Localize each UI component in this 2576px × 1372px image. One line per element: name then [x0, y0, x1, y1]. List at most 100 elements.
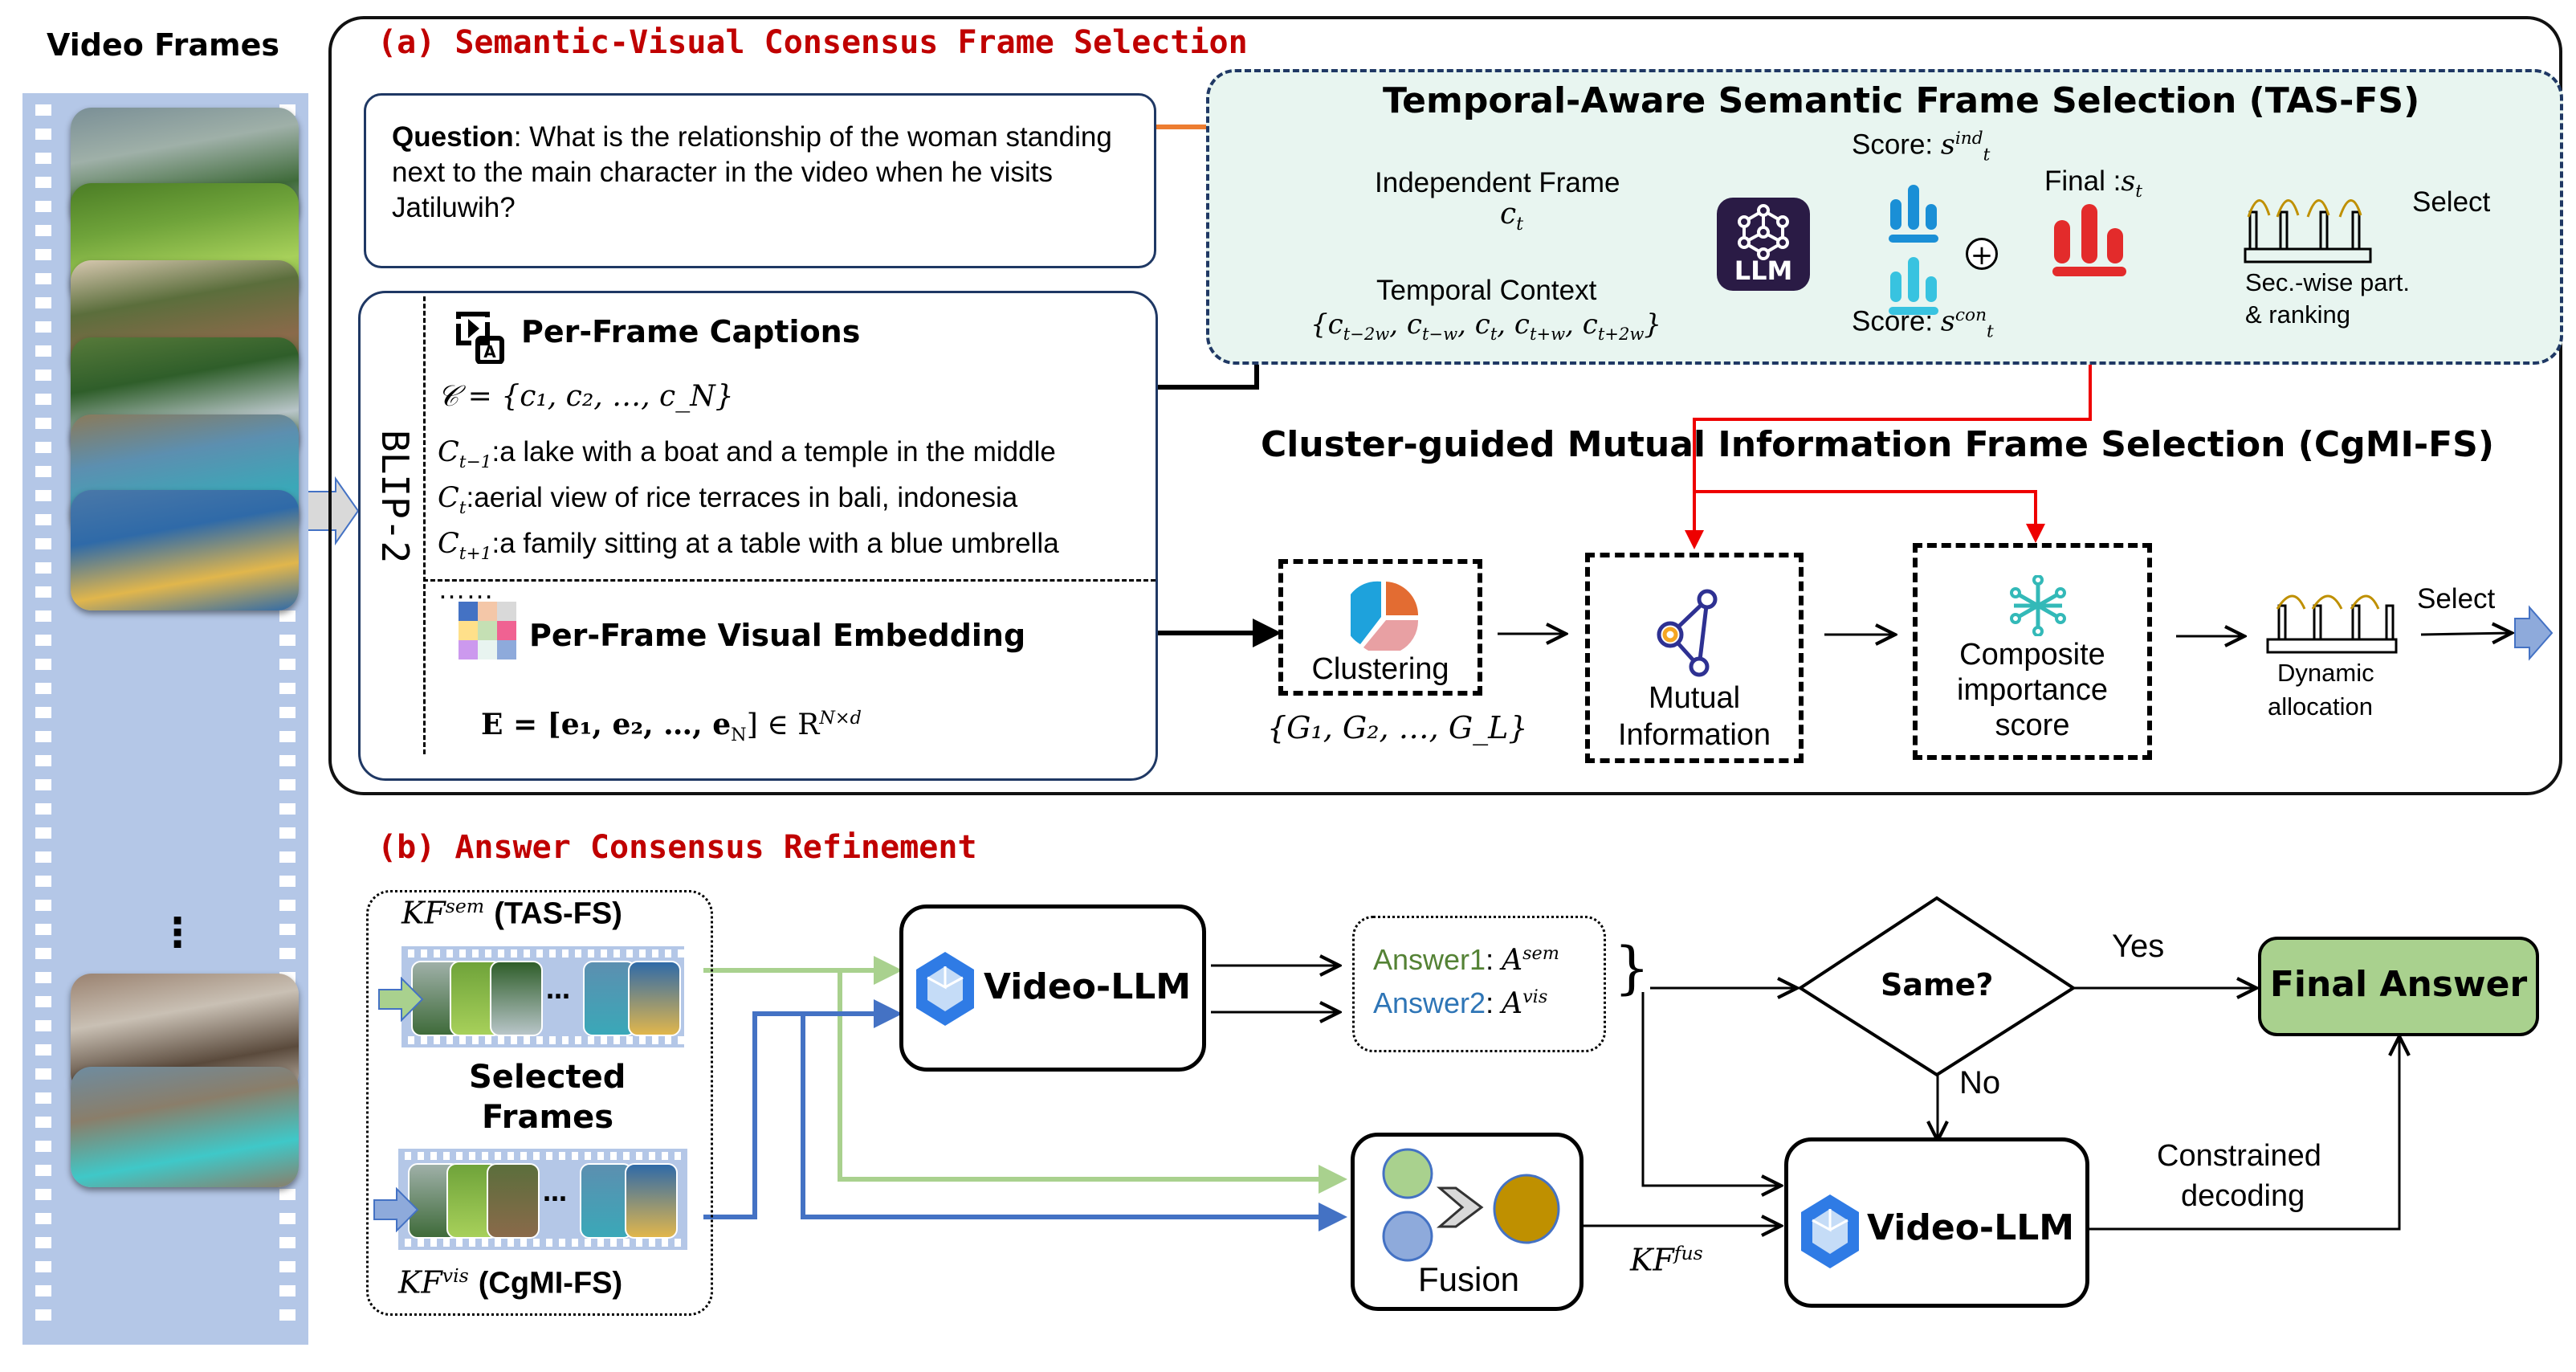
caption-var: C	[438, 482, 459, 514]
kf-sem-label: KFsem (TAS-FS)	[401, 895, 622, 932]
film-sprocket-hole	[279, 731, 296, 742]
film-sprocket-hole	[35, 876, 51, 887]
network-icon	[1738, 204, 1789, 260]
embedding-formula-lhs: E = [e₁, e₂, …, e	[481, 708, 732, 741]
beach-bay-frame	[71, 1067, 299, 1187]
temporal-context-item: ct+w	[1514, 308, 1566, 344]
film-sprocket-hole	[649, 1239, 655, 1247]
film-sprocket-hole	[507, 1239, 514, 1247]
film-sprocket-hole	[613, 949, 620, 958]
fusion-icon	[1382, 1148, 1560, 1262]
score-sup: ind	[1954, 129, 1983, 149]
score-con-label: Score: scont	[1852, 305, 1994, 342]
section-ranking-icon	[2244, 199, 2372, 263]
selected-frame-thumbnail	[628, 961, 681, 1036]
film-sprocket-hole	[482, 1152, 488, 1160]
groups-formula: {G₁, G₂, …, G_L}	[1267, 710, 1528, 745]
selected-frame-thumbnail	[487, 1163, 540, 1239]
kf-vis-frame-strip: …	[398, 1149, 687, 1250]
film-sprocket-hole	[35, 1044, 51, 1056]
film-sprocket-hole	[559, 1239, 565, 1247]
film-sprocket-hole	[495, 1239, 501, 1247]
boat-selfie-frame	[71, 490, 299, 610]
caption-more: ……	[438, 574, 494, 605]
film-sprocket-hole	[408, 949, 414, 958]
film-sprocket-hole	[652, 949, 658, 958]
film-sprocket-hole	[446, 1036, 453, 1044]
dynamic-allocation-icon	[2266, 594, 2398, 654]
film-sprocket-hole	[678, 949, 684, 958]
var-c: c	[1500, 198, 1517, 231]
film-sprocket-hole	[35, 827, 51, 839]
final-prefix: Final :	[2044, 165, 2122, 197]
selected-frame-thumbnail	[580, 1163, 633, 1239]
video-frames-strip	[22, 93, 308, 1345]
film-sprocket-hole	[279, 851, 296, 863]
film-sprocket-hole	[35, 1092, 51, 1104]
rank-label-2: & ranking	[2245, 300, 2350, 329]
temporal-context-item: ct−2w	[1327, 308, 1390, 344]
film-sprocket-hole	[35, 466, 51, 477]
pie-chart-icon	[1351, 581, 1419, 651]
film-sprocket-hole	[35, 755, 51, 766]
film-sprocket-hole	[35, 394, 51, 405]
film-sprocket-hole	[675, 1239, 681, 1247]
final-sub: t	[2135, 182, 2142, 202]
temporal-context-sub: t−w	[1421, 323, 1458, 344]
film-sprocket-hole	[588, 949, 594, 958]
cgmi-select-label: Select	[2417, 583, 2496, 615]
film-sprocket-hole	[623, 1239, 630, 1247]
final-score-label: Final :st	[2044, 165, 2142, 202]
film-sprocket-hole	[626, 1036, 633, 1044]
embedding-grid-icon	[459, 602, 516, 659]
answer2-name: Answer2	[1373, 986, 1486, 1019]
film-sprocket-hole	[601, 1036, 607, 1044]
composite-network-icon	[2010, 575, 2066, 636]
panel-b-title: (b) Answer Consensus Refinement	[377, 829, 977, 866]
embedding-grid-cell	[478, 602, 497, 621]
answer2-label: Answer2: Avis	[1373, 986, 1548, 1020]
film-sprocket-hole	[623, 1152, 630, 1160]
film-sprocket-hole	[636, 1239, 642, 1247]
film-sprocket-hole	[524, 949, 530, 958]
rank-label-1: Sec.-wise part.	[2245, 268, 2411, 296]
film-sprocket-hole	[434, 1036, 440, 1044]
score-con-bars-icon	[1889, 257, 1938, 315]
film-sprocket-hole	[520, 1239, 527, 1247]
film-sprocket-hole	[279, 1309, 296, 1321]
film-sprocket-hole	[446, 949, 453, 958]
film-sprocket-hole	[549, 1036, 556, 1044]
kf-sem-input-arrow	[378, 977, 424, 1022]
film-sprocket-hole	[279, 610, 296, 622]
selected-frame-thumbnail	[583, 961, 636, 1036]
composite-label-3: score	[1995, 708, 2070, 742]
film-sprocket-hole	[652, 1036, 658, 1044]
temporal-context-sub: t−2w	[1343, 323, 1390, 344]
embedding-grid-cell	[459, 621, 478, 640]
question-box: Question: What is the relationship of th…	[364, 93, 1156, 268]
film-sprocket-hole	[511, 949, 517, 958]
film-sprocket-hole	[35, 249, 51, 260]
film-sprocket-hole	[430, 1239, 437, 1247]
film-sprocket-hole	[639, 1036, 646, 1044]
video-llm-label-1: Video-LLM	[984, 966, 1192, 1007]
no-label: No	[1959, 1065, 2001, 1100]
answer1-name: Answer1	[1373, 943, 1486, 976]
tas-fs-title: Temporal-Aware Semantic Frame Selection …	[1383, 80, 2420, 121]
composite-label-1: Composite	[1959, 638, 2105, 672]
answer-var: A	[1502, 944, 1523, 977]
temporal-context-sub: t	[1490, 323, 1498, 344]
film-sprocket-hole	[35, 345, 51, 357]
film-sprocket-hole	[35, 297, 51, 308]
kf-var: KF	[398, 1264, 442, 1301]
film-sprocket-hole	[279, 707, 296, 718]
film-sprocket-hole	[279, 659, 296, 670]
film-sprocket-hole	[35, 104, 51, 116]
independent-frame-label: Independent Frame	[1375, 167, 1620, 198]
film-sprocket-hole	[498, 949, 504, 958]
film-sprocket-hole	[472, 1036, 479, 1044]
tas-fs-box	[1206, 69, 2563, 365]
film-sprocket-hole	[456, 1152, 463, 1160]
film-sprocket-hole	[35, 900, 51, 911]
film-sprocket-hole	[35, 201, 51, 212]
